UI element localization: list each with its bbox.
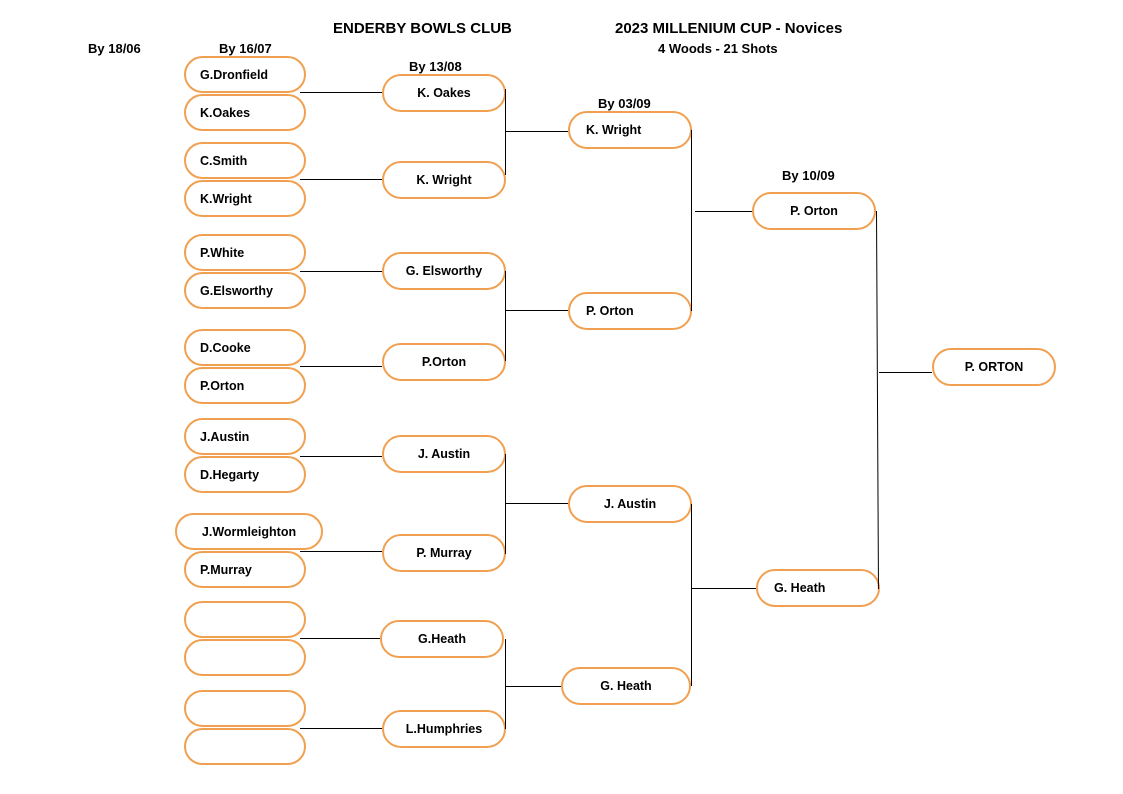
entry-box: P.Murray bbox=[184, 551, 306, 588]
entry-box: P.Orton bbox=[184, 367, 306, 404]
player-name: J.Austin bbox=[200, 429, 250, 444]
entry-box: C.Smith bbox=[184, 142, 306, 179]
club-title: ENDERBY BOWLS CLUB bbox=[333, 20, 512, 37]
entry-box: D.Cooke bbox=[184, 329, 306, 366]
player-name: P.Murray bbox=[200, 562, 252, 577]
connector-line bbox=[505, 89, 506, 175]
round3-box: G.Heath bbox=[380, 620, 504, 658]
round3-box: P. Murray bbox=[382, 534, 506, 572]
competition-title: 2023 MILLENIUM CUP - Novices bbox=[615, 20, 843, 37]
quarter-box: K. Wright bbox=[568, 111, 692, 149]
player-name: P.White bbox=[200, 245, 245, 260]
connector-line bbox=[879, 372, 932, 373]
connector-line bbox=[505, 686, 561, 687]
connector-line bbox=[505, 131, 568, 132]
winner-name: P. ORTON bbox=[964, 360, 1024, 374]
round-4-deadline: By 03/09 bbox=[598, 96, 651, 111]
entry-box: G.Elsworthy bbox=[184, 272, 306, 309]
entry-box bbox=[184, 639, 306, 676]
connector-line bbox=[691, 504, 692, 686]
round-2-deadline: By 16/07 bbox=[219, 41, 272, 56]
connector-line bbox=[300, 92, 382, 93]
player-name: P.Orton bbox=[421, 355, 467, 369]
player-name: P. Orton bbox=[586, 304, 634, 318]
quarter-box: J. Austin bbox=[568, 485, 692, 523]
player-name: J.Wormleighton bbox=[201, 524, 297, 539]
connector-line bbox=[876, 211, 879, 589]
entry-box: J.Austin bbox=[184, 418, 306, 455]
connector-line bbox=[505, 454, 506, 554]
round-1-deadline: By 18/06 bbox=[88, 41, 141, 56]
player-name: C.Smith bbox=[200, 153, 248, 168]
player-name: G. Heath bbox=[774, 581, 826, 595]
connector-line bbox=[300, 551, 382, 552]
player-name: L.Humphries bbox=[405, 722, 483, 736]
connector-line bbox=[505, 639, 506, 729]
round-3-deadline: By 13/08 bbox=[409, 59, 462, 74]
player-name: D.Cooke bbox=[200, 340, 251, 355]
connector-line bbox=[695, 211, 752, 212]
match-format: 4 Woods - 21 Shots bbox=[658, 41, 778, 56]
connector-line bbox=[300, 456, 382, 457]
connector-line bbox=[505, 271, 506, 361]
connector-line bbox=[300, 728, 382, 729]
connector-line bbox=[300, 271, 382, 272]
round3-box: P.Orton bbox=[382, 343, 506, 381]
entry-box: K.Wright bbox=[184, 180, 306, 217]
connector-line bbox=[505, 503, 568, 504]
player-name: K. Wright bbox=[586, 123, 642, 137]
entry-box bbox=[184, 728, 306, 765]
player-name: P. Murray bbox=[416, 546, 472, 560]
round3-box: K. Oakes bbox=[382, 74, 506, 112]
player-name: K.Oakes bbox=[200, 105, 251, 120]
player-name: K. Oakes bbox=[417, 86, 471, 100]
connector-line bbox=[691, 588, 756, 589]
entry-box: K.Oakes bbox=[184, 94, 306, 131]
player-name: J. Austin bbox=[603, 497, 657, 511]
player-name: J. Austin bbox=[417, 447, 471, 461]
winner-box: P. ORTON bbox=[932, 348, 1056, 386]
connector-line bbox=[300, 366, 382, 367]
connector-line bbox=[691, 130, 692, 311]
round3-box: G. Elsworthy bbox=[382, 252, 506, 290]
quarter-box: P. Orton bbox=[568, 292, 692, 330]
player-name: G. Heath bbox=[600, 679, 652, 693]
quarter-box: G. Heath bbox=[561, 667, 691, 705]
entry-box: D.Hegarty bbox=[184, 456, 306, 493]
player-name: P.Orton bbox=[200, 378, 245, 393]
connector-line bbox=[300, 638, 380, 639]
connector-line bbox=[300, 179, 382, 180]
player-name: G.Dronfield bbox=[200, 67, 269, 82]
entry-box bbox=[184, 601, 306, 638]
player-name: P. Orton bbox=[790, 204, 838, 218]
round3-box: L.Humphries bbox=[382, 710, 506, 748]
round3-box: K. Wright bbox=[382, 161, 506, 199]
semi-box: P. Orton bbox=[752, 192, 876, 230]
entry-box: G.Dronfield bbox=[184, 56, 306, 93]
semi-box: G. Heath bbox=[756, 569, 880, 607]
player-name: G. Elsworthy bbox=[405, 264, 483, 278]
player-name: G.Heath bbox=[418, 632, 466, 646]
player-name: K.Wright bbox=[200, 191, 252, 206]
player-name: K. Wright bbox=[416, 173, 472, 187]
round3-box: J. Austin bbox=[382, 435, 506, 473]
player-name: D.Hegarty bbox=[200, 467, 260, 482]
round-5-deadline: By 10/09 bbox=[782, 168, 835, 183]
entry-box: P.White bbox=[184, 234, 306, 271]
entry-box: J.Wormleighton bbox=[175, 513, 323, 550]
entry-box bbox=[184, 690, 306, 727]
connector-line bbox=[505, 310, 568, 311]
player-name: G.Elsworthy bbox=[200, 283, 273, 298]
